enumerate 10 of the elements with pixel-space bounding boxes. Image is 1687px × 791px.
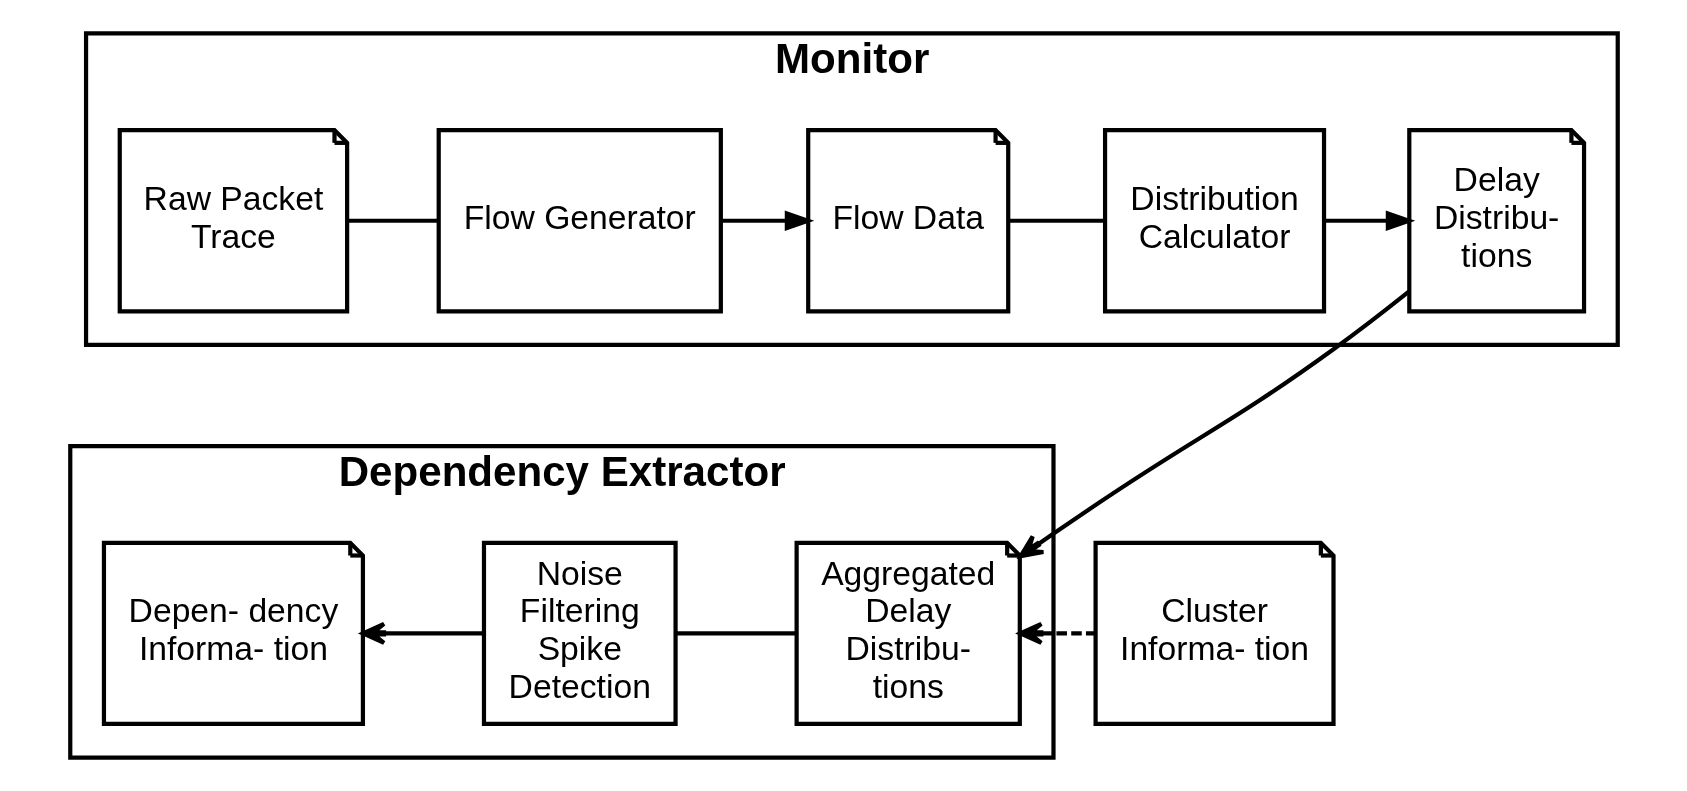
node-box: Distribution Calculator [1102,128,1326,314]
connector [347,218,438,223]
arrow [360,621,484,645]
node-box: Flow Generator [436,128,723,314]
arrow [1017,621,1095,645]
connector [1007,218,1105,223]
arrow [1323,210,1415,232]
arrow [720,210,814,232]
node-box: Noise Filtering Spike Detection [481,540,678,727]
connector [675,631,796,636]
